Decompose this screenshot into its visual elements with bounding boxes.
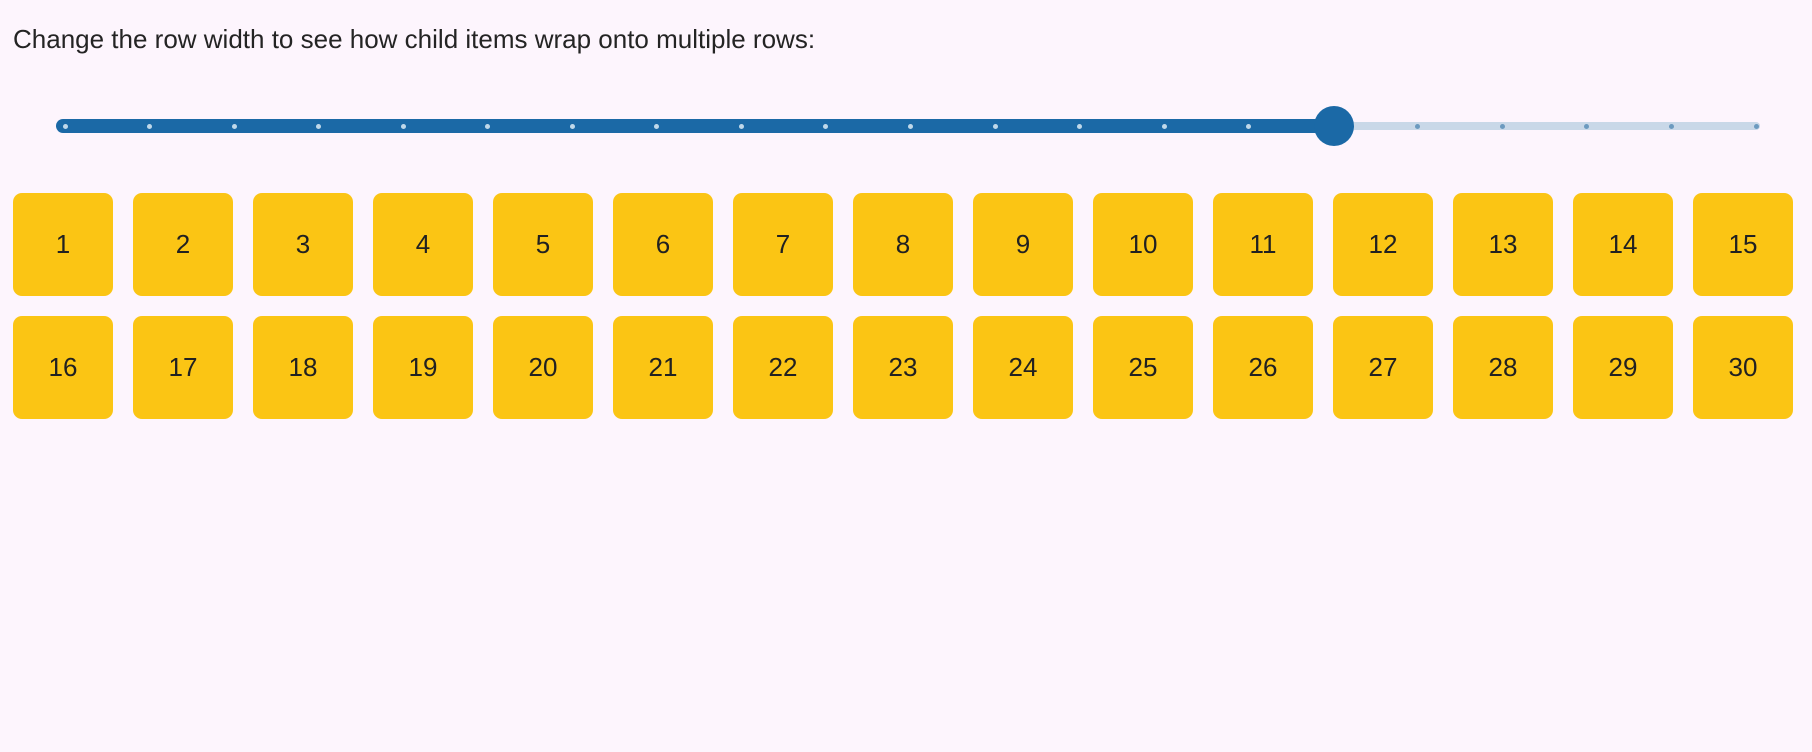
wrap-item: 23 bbox=[853, 316, 953, 419]
wrap-item: 7 bbox=[733, 193, 833, 296]
wrap-item: 6 bbox=[613, 193, 713, 296]
wrap-item: 26 bbox=[1213, 316, 1313, 419]
wrap-item: 18 bbox=[253, 316, 353, 419]
wrap-item: 5 bbox=[493, 193, 593, 296]
wrap-item: 12 bbox=[1333, 193, 1433, 296]
wrap-item: 25 bbox=[1093, 316, 1193, 419]
wrap-item: 11 bbox=[1213, 193, 1313, 296]
wrap-item: 2 bbox=[133, 193, 233, 296]
wrap-item: 22 bbox=[733, 316, 833, 419]
wrap-item: 1 bbox=[13, 193, 113, 296]
wrap-item: 13 bbox=[1453, 193, 1553, 296]
wrap-item: 9 bbox=[973, 193, 1073, 296]
wrap-item: 20 bbox=[493, 316, 593, 419]
wrap-item: 21 bbox=[613, 316, 713, 419]
wrap-item: 24 bbox=[973, 316, 1073, 419]
wrap-item: 4 bbox=[373, 193, 473, 296]
wrap-item: 10 bbox=[1093, 193, 1193, 296]
wrap-item: 19 bbox=[373, 316, 473, 419]
wrap-item: 27 bbox=[1333, 316, 1433, 419]
row-width-slider[interactable] bbox=[56, 106, 1760, 146]
wrap-item: 14 bbox=[1573, 193, 1673, 296]
slider-track-remaining[interactable] bbox=[1334, 122, 1760, 130]
wrap-item: 30 bbox=[1693, 316, 1793, 419]
wrap-item: 17 bbox=[133, 316, 233, 419]
wrap-item: 15 bbox=[1693, 193, 1793, 296]
wrap-item: 3 bbox=[253, 193, 353, 296]
slider-thumb[interactable] bbox=[1314, 106, 1354, 146]
slider-track-filled[interactable] bbox=[56, 119, 1334, 133]
wrap-item: 29 bbox=[1573, 316, 1673, 419]
wrap-item: 16 bbox=[13, 316, 113, 419]
wrap-item: 8 bbox=[853, 193, 953, 296]
wrap-item: 28 bbox=[1453, 316, 1553, 419]
instruction-text: Change the row width to see how child it… bbox=[13, 24, 816, 54]
